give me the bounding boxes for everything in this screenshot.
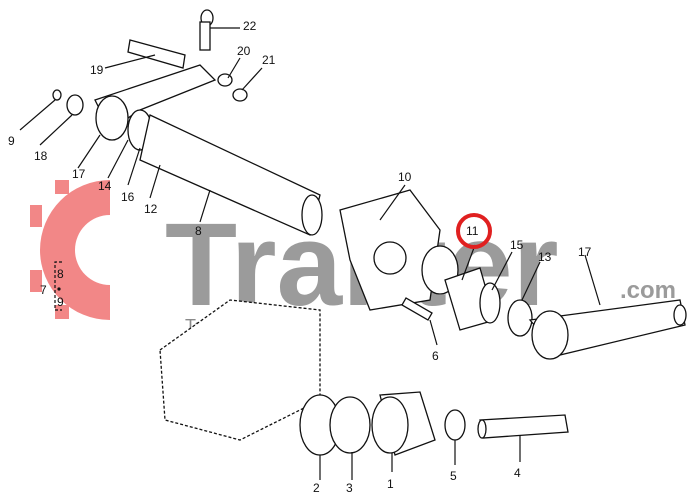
callout-19: 19 — [90, 63, 104, 77]
callout-21: 21 — [262, 53, 276, 67]
watermark-domain: .com — [620, 277, 676, 304]
callout-10: 10 — [398, 170, 412, 184]
callout-5: 5 — [450, 469, 457, 483]
shaft-assembly — [52, 9, 323, 236]
callout-15: 15 — [510, 238, 524, 252]
callout-4: 4 — [514, 466, 521, 480]
bracket-7: 7 — [40, 283, 47, 297]
callout-14: 14 — [98, 179, 112, 193]
callout-17a: 17 — [72, 167, 86, 181]
callout-1: 1 — [387, 477, 394, 491]
detail-bracket: 8 7 9 — [40, 261, 64, 311]
callout-17b: 17 — [578, 245, 592, 259]
callout-13: 13 — [538, 250, 552, 264]
highlight-circle — [456, 213, 492, 249]
callout-8: 8 — [195, 224, 202, 238]
right-parts — [444, 267, 687, 360]
callout-6: 6 — [432, 349, 439, 363]
bracket-9: 9 — [57, 295, 64, 309]
callout-22: 22 — [243, 19, 257, 33]
callout-3: 3 — [346, 481, 353, 495]
callout-18: 18 — [34, 149, 48, 163]
callout-16: 16 — [121, 190, 135, 204]
trakter-logo-icon — [30, 180, 110, 320]
callout-2: 2 — [313, 481, 320, 495]
bottom-parts — [299, 391, 569, 456]
bracket-8: 8 — [57, 267, 64, 281]
callout-9: 9 — [8, 134, 15, 148]
callout-12: 12 — [144, 202, 158, 216]
callout-20: 20 — [237, 44, 251, 58]
callouts: 22 20 21 19 9 18 17 14 16 12 8 10 11 15 … — [8, 19, 601, 495]
callout-11: 11 — [466, 224, 479, 238]
